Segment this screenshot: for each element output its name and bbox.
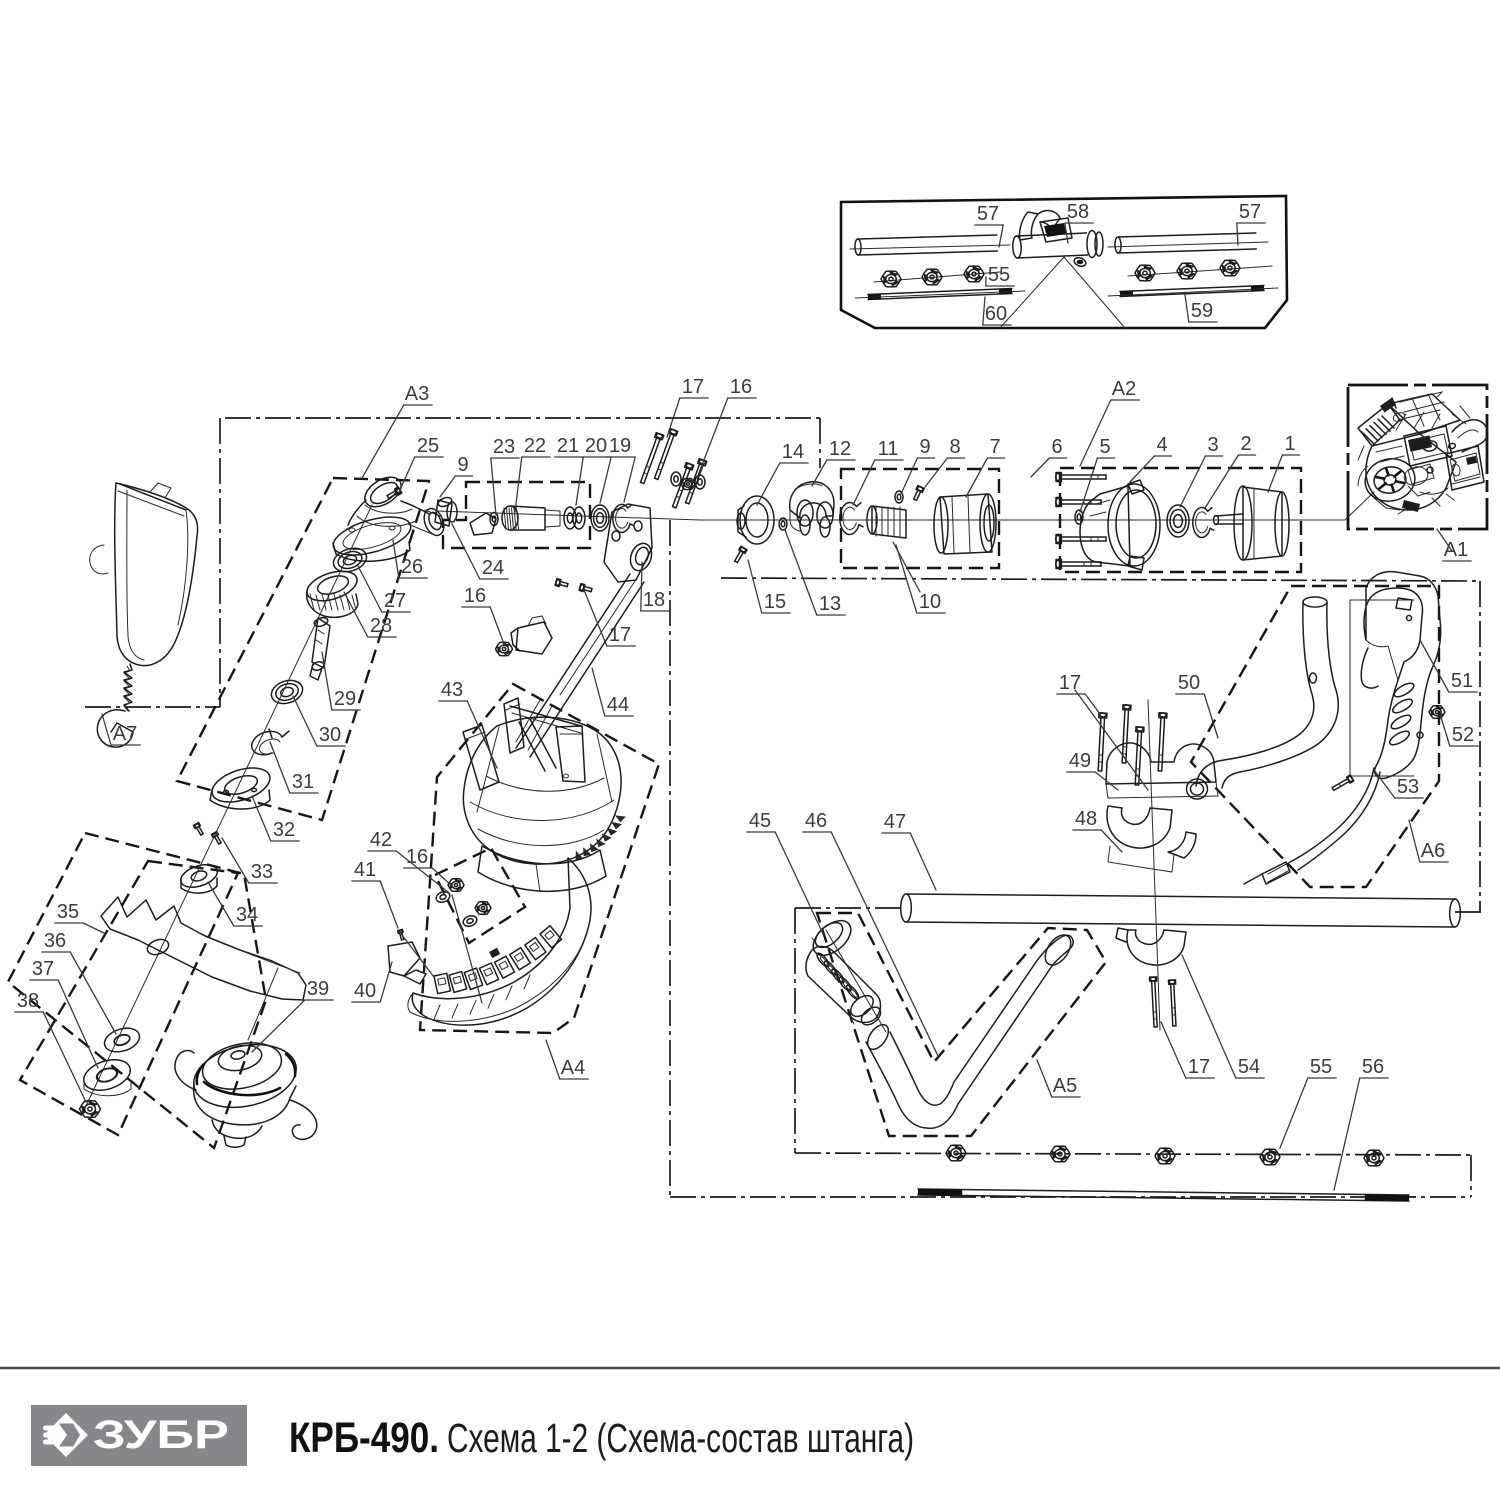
svg-text:31: 31 (292, 771, 314, 793)
svg-text:25: 25 (417, 435, 439, 457)
svg-text:46: 46 (805, 810, 827, 832)
svg-text:60: 60 (985, 303, 1007, 325)
svg-text:5: 5 (1099, 436, 1110, 458)
svg-text:15: 15 (764, 591, 786, 613)
svg-text:28: 28 (370, 615, 392, 637)
svg-text:КРБ-490.: КРБ-490. (289, 1414, 439, 1462)
svg-text:43: 43 (441, 679, 463, 701)
svg-text:16: 16 (406, 846, 428, 868)
svg-text:51: 51 (1451, 670, 1473, 692)
svg-text:38: 38 (17, 990, 39, 1012)
svg-text:48: 48 (1075, 808, 1097, 830)
svg-text:57: 57 (977, 203, 999, 225)
svg-text:24: 24 (482, 557, 504, 579)
svg-text:10: 10 (919, 591, 941, 613)
svg-text:39: 39 (307, 978, 329, 1000)
svg-text:9: 9 (457, 454, 468, 476)
svg-text:22: 22 (524, 435, 546, 457)
svg-text:57: 57 (1239, 201, 1261, 223)
svg-text:32: 32 (273, 819, 295, 841)
svg-text:1: 1 (1284, 433, 1295, 455)
svg-text:17: 17 (1059, 672, 1081, 694)
svg-text:56: 56 (1362, 1056, 1384, 1078)
svg-text:52: 52 (1452, 724, 1474, 746)
svg-text:36: 36 (44, 930, 66, 952)
svg-text:23: 23 (493, 436, 515, 458)
svg-text:6: 6 (1051, 436, 1062, 458)
svg-text:Схема 1-2 (Схема-состав штанга: Схема 1-2 (Схема-состав штанга) (447, 1415, 914, 1461)
svg-text:A5: A5 (1053, 1075, 1077, 1097)
svg-text:26: 26 (401, 556, 423, 578)
svg-text:29: 29 (334, 688, 356, 710)
svg-text:A7: A7 (113, 723, 137, 745)
svg-text:47: 47 (884, 811, 906, 833)
svg-text:42: 42 (370, 829, 392, 851)
svg-text:55: 55 (988, 264, 1010, 286)
svg-text:40: 40 (354, 980, 376, 1002)
svg-text:16: 16 (464, 585, 486, 607)
svg-text:44: 44 (607, 694, 629, 716)
svg-text:34: 34 (236, 904, 258, 926)
svg-text:20: 20 (585, 435, 607, 457)
svg-text:11: 11 (878, 438, 899, 460)
svg-text:A1: A1 (1444, 539, 1468, 561)
svg-text:A2: A2 (1112, 378, 1136, 400)
svg-text:30: 30 (319, 724, 341, 746)
svg-text:49: 49 (1069, 750, 1091, 772)
svg-text:58: 58 (1067, 201, 1089, 223)
svg-text:50: 50 (1178, 672, 1200, 694)
svg-text:17: 17 (682, 376, 704, 398)
svg-text:17: 17 (609, 624, 631, 646)
svg-text:33: 33 (251, 861, 273, 883)
svg-text:35: 35 (57, 901, 79, 923)
svg-text:2: 2 (1240, 433, 1251, 455)
svg-text:21: 21 (557, 435, 579, 457)
svg-text:18: 18 (643, 589, 665, 611)
svg-text:A4: A4 (561, 1057, 585, 1079)
svg-text:7: 7 (989, 436, 1000, 458)
svg-text:3: 3 (1207, 434, 1218, 456)
svg-text:41: 41 (354, 859, 376, 881)
svg-text:13: 13 (819, 593, 841, 615)
svg-text:54: 54 (1238, 1056, 1260, 1078)
svg-text:17: 17 (1188, 1056, 1210, 1078)
svg-text:55: 55 (1310, 1056, 1332, 1078)
svg-text:14: 14 (782, 441, 804, 463)
svg-text:16: 16 (730, 376, 752, 398)
svg-text:8: 8 (949, 436, 960, 458)
svg-text:27: 27 (384, 590, 406, 612)
svg-text:4: 4 (1156, 434, 1167, 456)
svg-text:53: 53 (1397, 776, 1419, 798)
svg-text:A3: A3 (405, 383, 429, 405)
svg-text:19: 19 (609, 435, 631, 457)
svg-text:37: 37 (32, 958, 54, 980)
svg-text:ЗУБР: ЗУБР (93, 1413, 229, 1457)
svg-text:9: 9 (919, 436, 930, 458)
svg-text:A6: A6 (1421, 840, 1445, 862)
svg-text:59: 59 (1191, 300, 1213, 322)
svg-text:45: 45 (749, 810, 771, 832)
svg-text:12: 12 (829, 438, 851, 460)
